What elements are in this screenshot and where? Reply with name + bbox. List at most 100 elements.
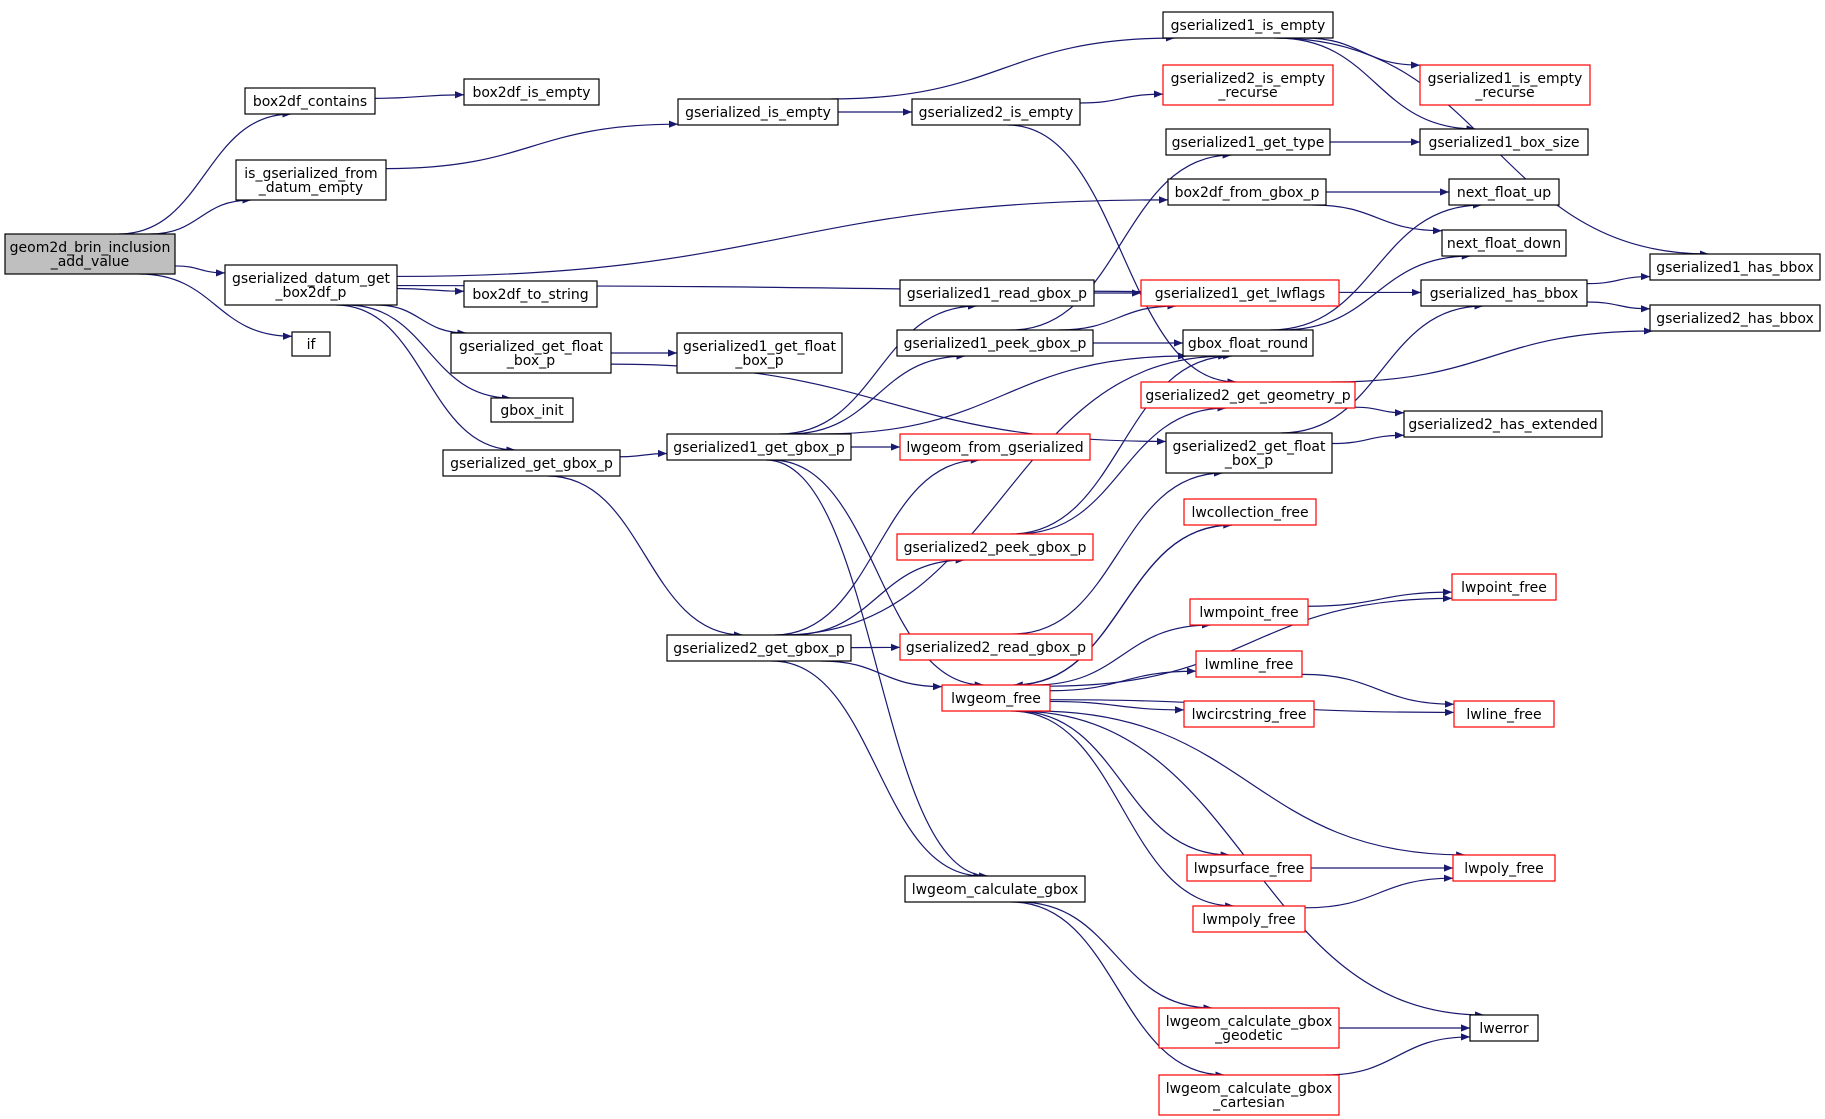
node-lwerror[interactable]: lwerror <box>1469 1014 1539 1042</box>
edge-gserialized2_is_empty-to-gserialized2_get_geometry_p <box>1007 124 1237 386</box>
node-box <box>490 397 574 423</box>
edge-gserialized_get_gbox_p-to-gserialized1_get_gbox_p <box>619 449 668 458</box>
node-box2df-to-string[interactable]: box2df_to_string <box>463 280 598 308</box>
node-gserialized1-is-empty[interactable]: gserialized1_is_empty <box>1162 11 1334 39</box>
node-box <box>911 98 1081 126</box>
node-gserialized1-peek-gbox-p[interactable]: gserialized1_peek_gbox_p <box>896 329 1094 357</box>
node-lwcollection-free[interactable]: lwcollection_free <box>1183 498 1317 526</box>
node-gserialized2-has-bbox[interactable]: gserialized2_has_bbox <box>1649 304 1821 332</box>
node-if[interactable]: if <box>291 331 331 357</box>
node-gbox-init[interactable]: gbox_init <box>490 397 574 423</box>
edge-box2df_from_gbox_p-to-next_float_down <box>1312 204 1443 235</box>
node-box <box>1165 128 1331 156</box>
node-box2df-contains[interactable]: box2df_contains <box>244 87 376 115</box>
node-gserialized2-read-gbox-p[interactable]: gserialized2_read_gbox_p <box>899 633 1093 661</box>
node-lwgeom-calculate-gbox-cartesian[interactable]: lwgeom_calculate_gbox_cartesian <box>1158 1074 1340 1116</box>
node-label: gserialized2_peek_gbox_p <box>904 540 1087 556</box>
edge-gserialized2_get_gbox_p-to-gserialized2_peek_gbox_p <box>789 556 965 636</box>
node-label: lwmpoint_free <box>1199 605 1298 621</box>
node-gserialized-get-float-box-p[interactable]: gserialized_get_float_box_p <box>450 332 612 374</box>
node-label: gserialized_get_float <box>459 339 604 355</box>
node-gserialized-datum-get-box2df-p[interactable]: gserialized_datum_get_box2df_p <box>224 264 398 306</box>
node-gserialized2-peek-gbox-p[interactable]: gserialized2_peek_gbox_p <box>896 533 1094 561</box>
edge-gbox_float_round-to-next_float_up <box>1270 201 1482 331</box>
node-lwpsurface-free[interactable]: lwpsurface_free <box>1186 854 1312 882</box>
edge-gserialized2_get_geometry_p-to-gserialized2_has_extended <box>1354 406 1405 417</box>
node-label: lwgeom_calculate_gbox <box>1166 1081 1333 1097</box>
edge-gserialized1_get_gbox_p-to-gserialized1_peek_gbox_p <box>788 352 966 435</box>
node-box <box>666 634 852 662</box>
node-lwmpoly-free[interactable]: lwmpoly_free <box>1192 905 1306 933</box>
node-box <box>291 331 331 357</box>
node-gserialized-is-empty[interactable]: gserialized_is_empty <box>677 98 839 126</box>
node-box <box>235 159 387 201</box>
edge-gserialized_datum_get_box2df_p-to-gserialized_get_gbox_p <box>335 304 516 454</box>
node-lwcircstring-free[interactable]: lwcircstring_free <box>1183 700 1315 728</box>
node-lwpoint-free[interactable]: lwpoint_free <box>1451 573 1557 601</box>
node-next-float-down[interactable]: next_float_down <box>1441 229 1567 257</box>
node-box2df-from-gbox-p[interactable]: box2df_from_gbox_p <box>1167 178 1327 206</box>
node-gserialized1-read-gbox-p[interactable]: gserialized1_read_gbox_p <box>899 279 1095 307</box>
node-lwgeom-calculate-gbox-geodetic[interactable]: lwgeom_calculate_gbox_geodetic <box>1158 1007 1340 1049</box>
node-lwmline-free[interactable]: lwmline_free <box>1195 650 1303 678</box>
node-gserialized2-get-geometry-p[interactable]: gserialized2_get_geometry_p <box>1140 381 1356 409</box>
edge-lwmpoly_free-to-lwpoly_free <box>1304 874 1454 909</box>
node-lwmpoint-free[interactable]: lwmpoint_free <box>1189 598 1309 626</box>
node-box <box>1453 700 1555 728</box>
node-label: gserialized1_get_type <box>1172 135 1325 151</box>
node-lwline-free[interactable]: lwline_free <box>1453 700 1555 728</box>
node-lwgeom-calculate-gbox[interactable]: lwgeom_calculate_gbox <box>904 875 1086 903</box>
node-label: lwmpoly_free <box>1202 912 1295 928</box>
node-label: box2df_from_gbox_p <box>1175 185 1320 201</box>
edge-lwgeom_calculate_gbox-to-lwgeom_calculate_gbox_geodetic <box>1018 901 1213 1012</box>
node-box <box>899 279 1095 307</box>
node-lwgeom-from-gserialized[interactable]: lwgeom_from_gserialized <box>899 433 1091 461</box>
edge-lwmline_free-to-lwline_free <box>1301 673 1455 708</box>
node-label: if <box>307 337 317 353</box>
node-label: next_float_down <box>1447 236 1561 252</box>
node-gserialized2-get-gbox-p[interactable]: gserialized2_get_gbox_p <box>666 634 852 662</box>
node-gserialized1-get-type[interactable]: gserialized1_get_type <box>1165 128 1331 156</box>
node-label: lwcollection_free <box>1191 505 1308 521</box>
node-label: gbox_init <box>500 403 564 419</box>
node-box <box>4 233 176 275</box>
node-lwgeom-free[interactable]: lwgeom_free <box>941 684 1051 712</box>
node-gserialized2-get-float-box-p[interactable]: gserialized2_get_float_box_p <box>1165 432 1333 474</box>
node-gserialized2-is-empty[interactable]: gserialized2_is_empty <box>911 98 1081 126</box>
node-gserialized2-is-empty-recurse[interactable]: gserialized2_is_empty_recurse <box>1162 64 1334 106</box>
node-label: lwgeom_calculate_gbox <box>1166 1014 1333 1030</box>
node-gserialized-has-bbox[interactable]: gserialized_has_bbox <box>1420 279 1588 307</box>
node-next-float-up[interactable]: next_float_up <box>1448 178 1560 206</box>
node-box <box>1441 229 1567 257</box>
node-box <box>1140 279 1340 307</box>
node-gserialized1-get-float-box-p[interactable]: gserialized1_get_float_box_p <box>676 332 843 374</box>
node-box <box>896 329 1094 357</box>
node-box <box>677 98 839 126</box>
node-box2df-is-empty[interactable]: box2df_is_empty <box>463 78 600 106</box>
edge-gserialized_get_gbox_p-to-gserialized2_get_gbox_p <box>547 475 744 639</box>
node-gserialized2-has-extended[interactable]: gserialized2_has_extended <box>1403 410 1603 438</box>
node-box <box>676 332 843 374</box>
node-gserialized1-has-bbox[interactable]: gserialized1_has_bbox <box>1649 253 1821 281</box>
node-label: gserialized1_is_empty <box>1171 18 1326 34</box>
node-label: gserialized1_box_size <box>1428 135 1579 151</box>
node-lwpoly-free[interactable]: lwpoly_free <box>1452 854 1556 882</box>
edge-gserialized_datum_get_box2df_p-to-gbox_init <box>346 304 511 402</box>
node-label: _box_p <box>506 353 555 369</box>
node-box <box>1448 178 1560 206</box>
edge-lwgeom_free-to-lwmpoly_free <box>1010 710 1235 910</box>
node-is-gserialized-from-datum-empty[interactable]: is_gserialized_from_datum_empty <box>235 159 387 201</box>
node-gserialized1-is-empty-recurse[interactable]: gserialized1_is_empty_recurse <box>1419 64 1591 106</box>
node-label: gserialized2_has_bbox <box>1656 311 1814 327</box>
node-root[interactable]: geom2d_brin_inclusion_add_value <box>4 233 176 275</box>
node-gserialized1-get-lwflags[interactable]: gserialized1_get_lwflags <box>1140 279 1340 307</box>
node-box <box>1162 11 1334 39</box>
node-gserialized1-get-gbox-p[interactable]: gserialized1_get_gbox_p <box>666 433 852 461</box>
node-gserialized1-box-size[interactable]: gserialized1_box_size <box>1419 128 1589 156</box>
node-gbox-float-round[interactable]: gbox_float_round <box>1182 329 1314 357</box>
node-gserialized-get-gbox-p[interactable]: gserialized_get_gbox_p <box>442 449 621 477</box>
edge-lwgeom_free-to-lwpoly_free <box>1034 710 1466 859</box>
node-box <box>1403 410 1603 438</box>
node-box <box>1451 573 1557 601</box>
node-label: gserialized1_read_gbox_p <box>907 286 1087 302</box>
